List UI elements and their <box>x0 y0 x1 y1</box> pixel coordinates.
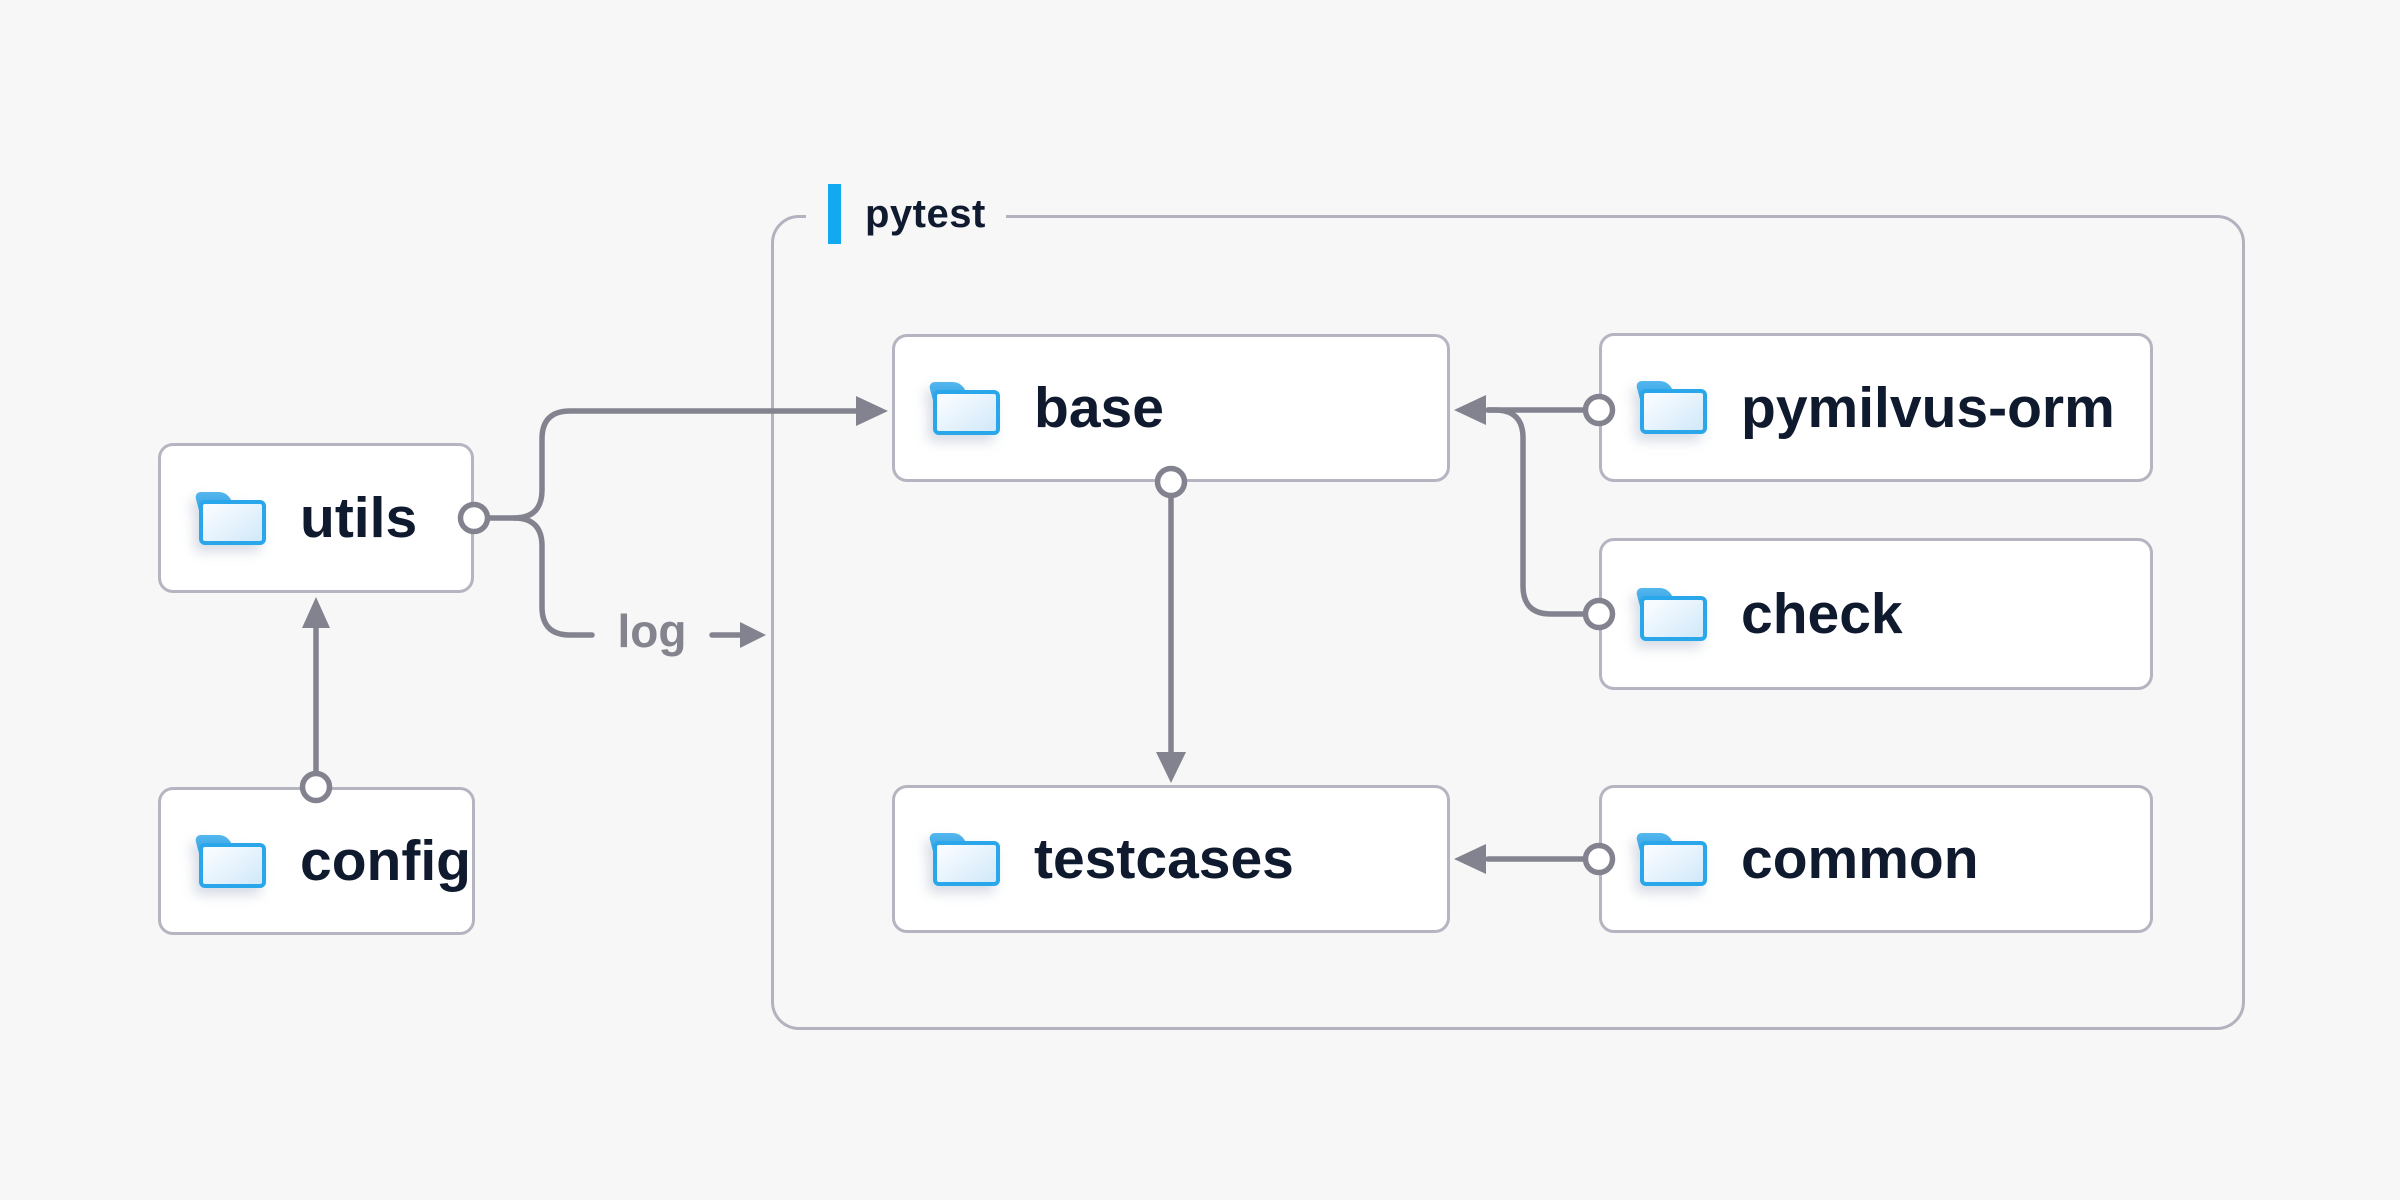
node-config[interactable]: config <box>158 787 475 935</box>
node-label: utils <box>300 486 418 550</box>
node-label: check <box>1741 582 1903 646</box>
folder-icon <box>928 832 1000 886</box>
arrowhead-into-utils-bottom <box>302 597 330 628</box>
folder-icon <box>928 381 1000 435</box>
pytest-group-label: pytest <box>806 182 1006 246</box>
node-base[interactable]: base <box>892 334 1450 482</box>
node-label: config <box>300 829 471 893</box>
node-label: base <box>1034 376 1164 440</box>
node-pymilvus-orm[interactable]: pymilvus-orm <box>1599 333 2153 482</box>
edge-utils-to-log <box>511 515 595 638</box>
accent-bar-icon <box>828 184 841 244</box>
folder-icon <box>1635 587 1707 641</box>
group-title: pytest <box>865 191 986 236</box>
node-label: pymilvus-orm <box>1741 375 2115 440</box>
node-utils[interactable]: utils <box>158 443 474 593</box>
node-testcases[interactable]: testcases <box>892 785 1450 933</box>
arrowhead-log-into-container <box>740 622 766 648</box>
folder-icon <box>1635 832 1707 886</box>
node-label: common <box>1741 827 1979 891</box>
node-check[interactable]: check <box>1599 538 2153 690</box>
edge-label-log: log <box>617 605 687 657</box>
node-common[interactable]: common <box>1599 785 2153 933</box>
folder-icon <box>1635 381 1707 434</box>
node-label: testcases <box>1034 827 1294 891</box>
pytest-group-box <box>771 215 2245 1030</box>
folder-icon <box>194 834 266 888</box>
folder-icon <box>194 491 266 545</box>
